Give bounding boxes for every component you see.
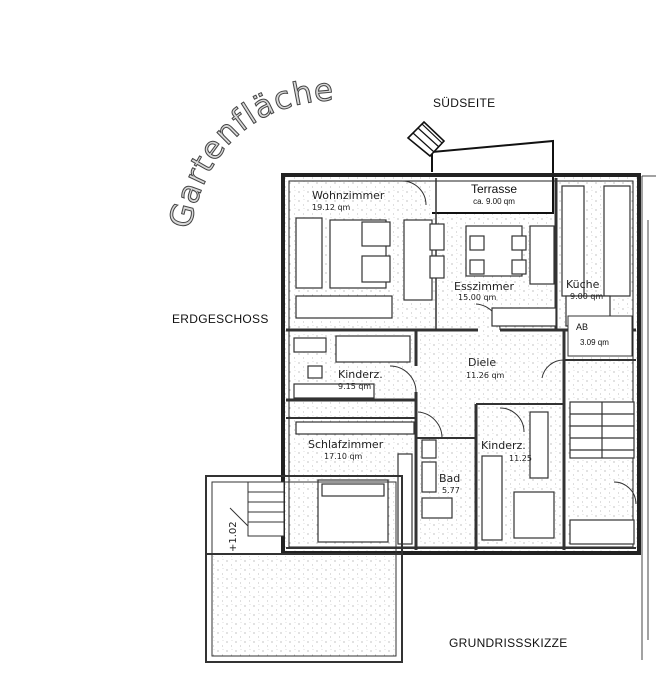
room-kueche-name: Küche [566,278,600,291]
room-wohnzimmer-name: Wohnzimmer [312,189,385,202]
room-bad-area: 5.77 [442,486,460,495]
room-bad-name: Bad [439,472,460,485]
room-kinderz1-area: 9.15 qm [338,382,371,391]
neighbour-walls [641,175,656,660]
stair-level-label: +1.02 [228,521,239,552]
stairwell [569,401,635,545]
room-schlafzimmer-area: 17.10 qm [324,452,363,461]
terrace-name: Terrasse [471,182,517,196]
lower-area [205,475,403,663]
room-kinderz1-name: Kinderz. [338,368,383,381]
room-kinderz2-area: 11.25 [509,454,532,463]
room-schlafzimmer-name: Schlafzimmer [308,438,384,451]
room-esszimmer-area: 15.00 qm [458,293,497,302]
room-wohnzimmer-area: 19.12 qm [312,203,351,212]
room-kueche-area: 9.00 qm [570,292,603,301]
south-side-label: SÜDSEITE [433,96,496,110]
room-kinderz2-name: Kinderz. [481,439,526,452]
room-esszimmer-name: Esszimmer [454,280,514,293]
ground-floor-label: ERDGESCHOSS [172,312,269,326]
sketch-label: GRUNDRISSSKIZZE [449,636,568,650]
terrace-area: ca. 9.00 qm [473,197,515,206]
storage-name: AB [576,322,588,332]
storage-ab: AB 3.09 qm [567,315,633,357]
furniture [293,185,631,545]
terrace-stair-hatch [406,120,446,158]
room-labels: Wohnzimmer 19.12 qm Esszimmer 15.00 qm K… [308,189,603,495]
storage-area: 3.09 qm [580,338,609,347]
room-diele-area: 11.26 qm [466,371,505,380]
room-diele-name: Diele [468,356,496,369]
